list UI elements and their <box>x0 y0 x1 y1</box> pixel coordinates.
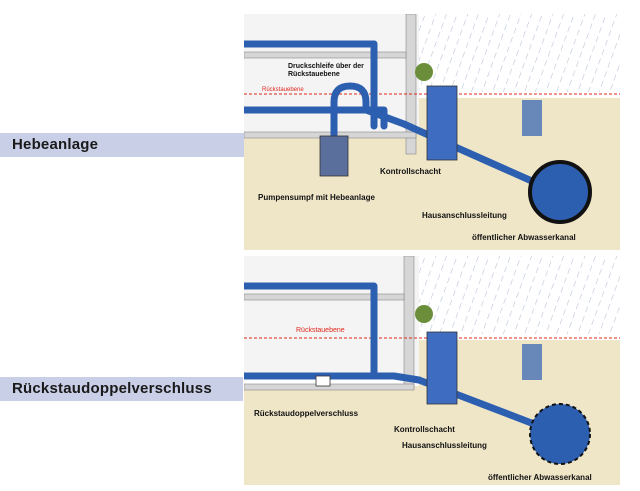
control-shaft <box>426 85 458 161</box>
house-connection-label: Hausanschlussleitung <box>422 211 507 220</box>
valve-label: Rückstaudoppelverschluss <box>254 409 359 418</box>
street-gully <box>522 100 542 136</box>
pump-sump <box>319 135 349 177</box>
pipes <box>244 40 538 186</box>
house-connection-label: Hausanschlussleitung <box>402 441 487 450</box>
basement-wall <box>403 256 415 389</box>
plant <box>415 63 433 81</box>
section1-title: Hebeanlage <box>12 136 99 153</box>
rain-area <box>419 14 620 92</box>
section2-diagram: Rückstauebene Rückstaudoppelverschluss K… <box>244 256 620 485</box>
building-interior <box>244 256 419 376</box>
section1-diagram: Rückstauebene Druckschleife über der Rüc… <box>244 14 620 250</box>
control-shaft-label: Kontrollschacht <box>394 425 455 434</box>
rain-area <box>419 256 620 334</box>
public-sewer-label: öffentlicher Abwasserkanal <box>488 473 592 482</box>
section2-title-band: Rückstaudoppelverschluss <box>0 377 243 401</box>
pump-sump-label: Pumpensumpf mit Hebeanlage <box>258 193 375 202</box>
control-shaft-label: Kontrollschacht <box>380 167 441 176</box>
floor-slab <box>244 51 407 59</box>
basement-wall <box>405 14 417 155</box>
floor-slab <box>244 293 405 301</box>
public-sewer-label: öffentlicher Abwasserkanal <box>472 233 576 242</box>
sewer-pipe <box>529 403 591 465</box>
pressure-loop-label: Druckschleife über der <box>288 63 364 70</box>
section1-title-band: Hebeanlage <box>0 133 246 157</box>
backflow-level-label: Rückstauebene <box>296 327 345 334</box>
control-shaft <box>426 331 458 405</box>
pressure-loop-label-2: Rückstauebene <box>288 71 340 78</box>
backflow-valve <box>315 375 331 387</box>
section2-title: Rückstaudoppelverschluss <box>12 380 212 397</box>
backflow-level-label: Rückstauebene <box>262 87 304 93</box>
plant <box>415 305 433 323</box>
street-gully <box>522 344 542 380</box>
sewer-pipe <box>528 160 592 224</box>
